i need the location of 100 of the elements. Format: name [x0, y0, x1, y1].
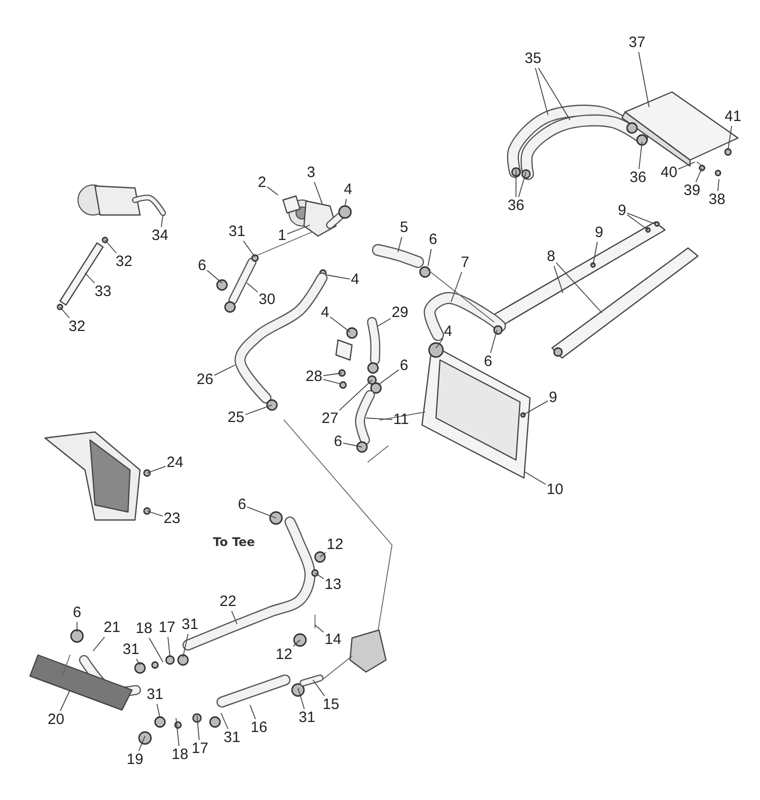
callout-number: 31 [298, 710, 316, 726]
leader-line [320, 552, 326, 558]
leader-line [156, 704, 160, 718]
callout-number: 41 [724, 109, 742, 125]
leader-line [322, 378, 342, 384]
callout-number: 9 [618, 203, 626, 219]
callout-number: 5 [400, 220, 408, 236]
callout-number: 12 [276, 647, 292, 663]
callout-number: 38 [708, 192, 726, 208]
leader-line [717, 178, 720, 192]
callout-number: 11 [393, 412, 409, 428]
callout-number: 22 [220, 594, 236, 610]
leader-line [60, 306, 70, 318]
callout-number: 3 [306, 165, 316, 181]
leader-line [76, 622, 78, 632]
leader-line [556, 262, 602, 314]
leader-line [104, 240, 117, 254]
callout-number: 35 [524, 51, 542, 67]
leader-line [450, 272, 462, 302]
callout-number: 32 [68, 319, 86, 335]
callout-number: 6 [198, 258, 206, 274]
leader-line [436, 338, 444, 348]
leader-line [136, 658, 140, 666]
leader-line [592, 242, 598, 266]
callout-number: 9 [548, 390, 558, 406]
leader-line [538, 68, 570, 120]
leader-line [196, 716, 200, 740]
callout-number: 34 [152, 228, 168, 244]
leader-line [638, 52, 650, 108]
leader-line [322, 372, 342, 376]
callout-number: 2 [258, 175, 266, 191]
leader-line [626, 212, 656, 224]
leader-line [243, 240, 256, 258]
callout-number: 9 [594, 225, 604, 241]
leader-line [534, 68, 548, 116]
leader-line [314, 572, 324, 580]
leader-line [250, 704, 256, 720]
callout-number: 28 [306, 369, 322, 385]
leader-line [286, 224, 310, 234]
callout-number: 31 [146, 687, 164, 703]
leader-line [366, 418, 393, 420]
leader-line [138, 736, 146, 752]
callout-number: 4 [444, 324, 452, 340]
leader-line [246, 506, 276, 518]
leader-line [231, 610, 238, 624]
callout-number: 37 [628, 35, 646, 51]
leader-line [220, 712, 228, 730]
callout-number: 16 [250, 720, 268, 736]
callout-number: 8 [546, 249, 556, 265]
callout-number: 4 [350, 272, 360, 288]
leader-line [60, 690, 70, 712]
callout-number: 18 [136, 621, 152, 637]
leader-line [244, 404, 272, 416]
leader-line [522, 400, 548, 416]
leader-line [524, 472, 546, 485]
leader-line [312, 680, 325, 696]
leader-line [148, 638, 164, 662]
leader-line [695, 168, 702, 182]
callout-number: 17 [192, 741, 208, 757]
leader-line [398, 236, 402, 252]
leader-line [266, 186, 278, 196]
callout-number: 27 [322, 411, 338, 427]
leader-line [626, 214, 648, 230]
leader-line [84, 272, 95, 284]
leader-line [214, 364, 236, 376]
callout-number: 6 [238, 497, 246, 513]
callout-number: 6 [400, 358, 408, 374]
leader-line [330, 316, 350, 332]
callout-number: 19 [126, 752, 144, 768]
leader-line [160, 214, 164, 228]
leader-line [554, 266, 564, 294]
callout-number: 36 [508, 198, 524, 214]
callout-number: 29 [392, 305, 408, 321]
leader-line [146, 510, 164, 516]
callout-number: 13 [324, 577, 342, 593]
callout-number: 6 [484, 354, 492, 370]
callout-number: 31 [182, 617, 198, 633]
leader-line [292, 640, 300, 647]
leader-line [728, 126, 732, 150]
leader-line [490, 330, 498, 354]
leader-line [206, 270, 222, 284]
leader-line [378, 369, 400, 386]
callout-number: 4 [344, 182, 352, 198]
leader-line [246, 282, 258, 292]
callout-number: 36 [630, 170, 646, 186]
callout-number: 15 [322, 697, 340, 713]
callout-number: 14 [324, 632, 342, 648]
callout-number: 12 [326, 537, 344, 553]
leader-line [678, 162, 696, 170]
callout-number: 7 [460, 255, 470, 271]
leader-line [638, 142, 642, 170]
callout-number: 30 [258, 292, 276, 308]
callout-number: 32 [116, 254, 132, 270]
leader-line [378, 318, 392, 326]
leader-line [176, 718, 180, 746]
leader-line [428, 248, 432, 266]
callout-number: 31 [224, 730, 240, 746]
callout-number: 20 [48, 712, 64, 728]
leader-line [344, 198, 347, 206]
callout-number: 6 [334, 434, 342, 450]
